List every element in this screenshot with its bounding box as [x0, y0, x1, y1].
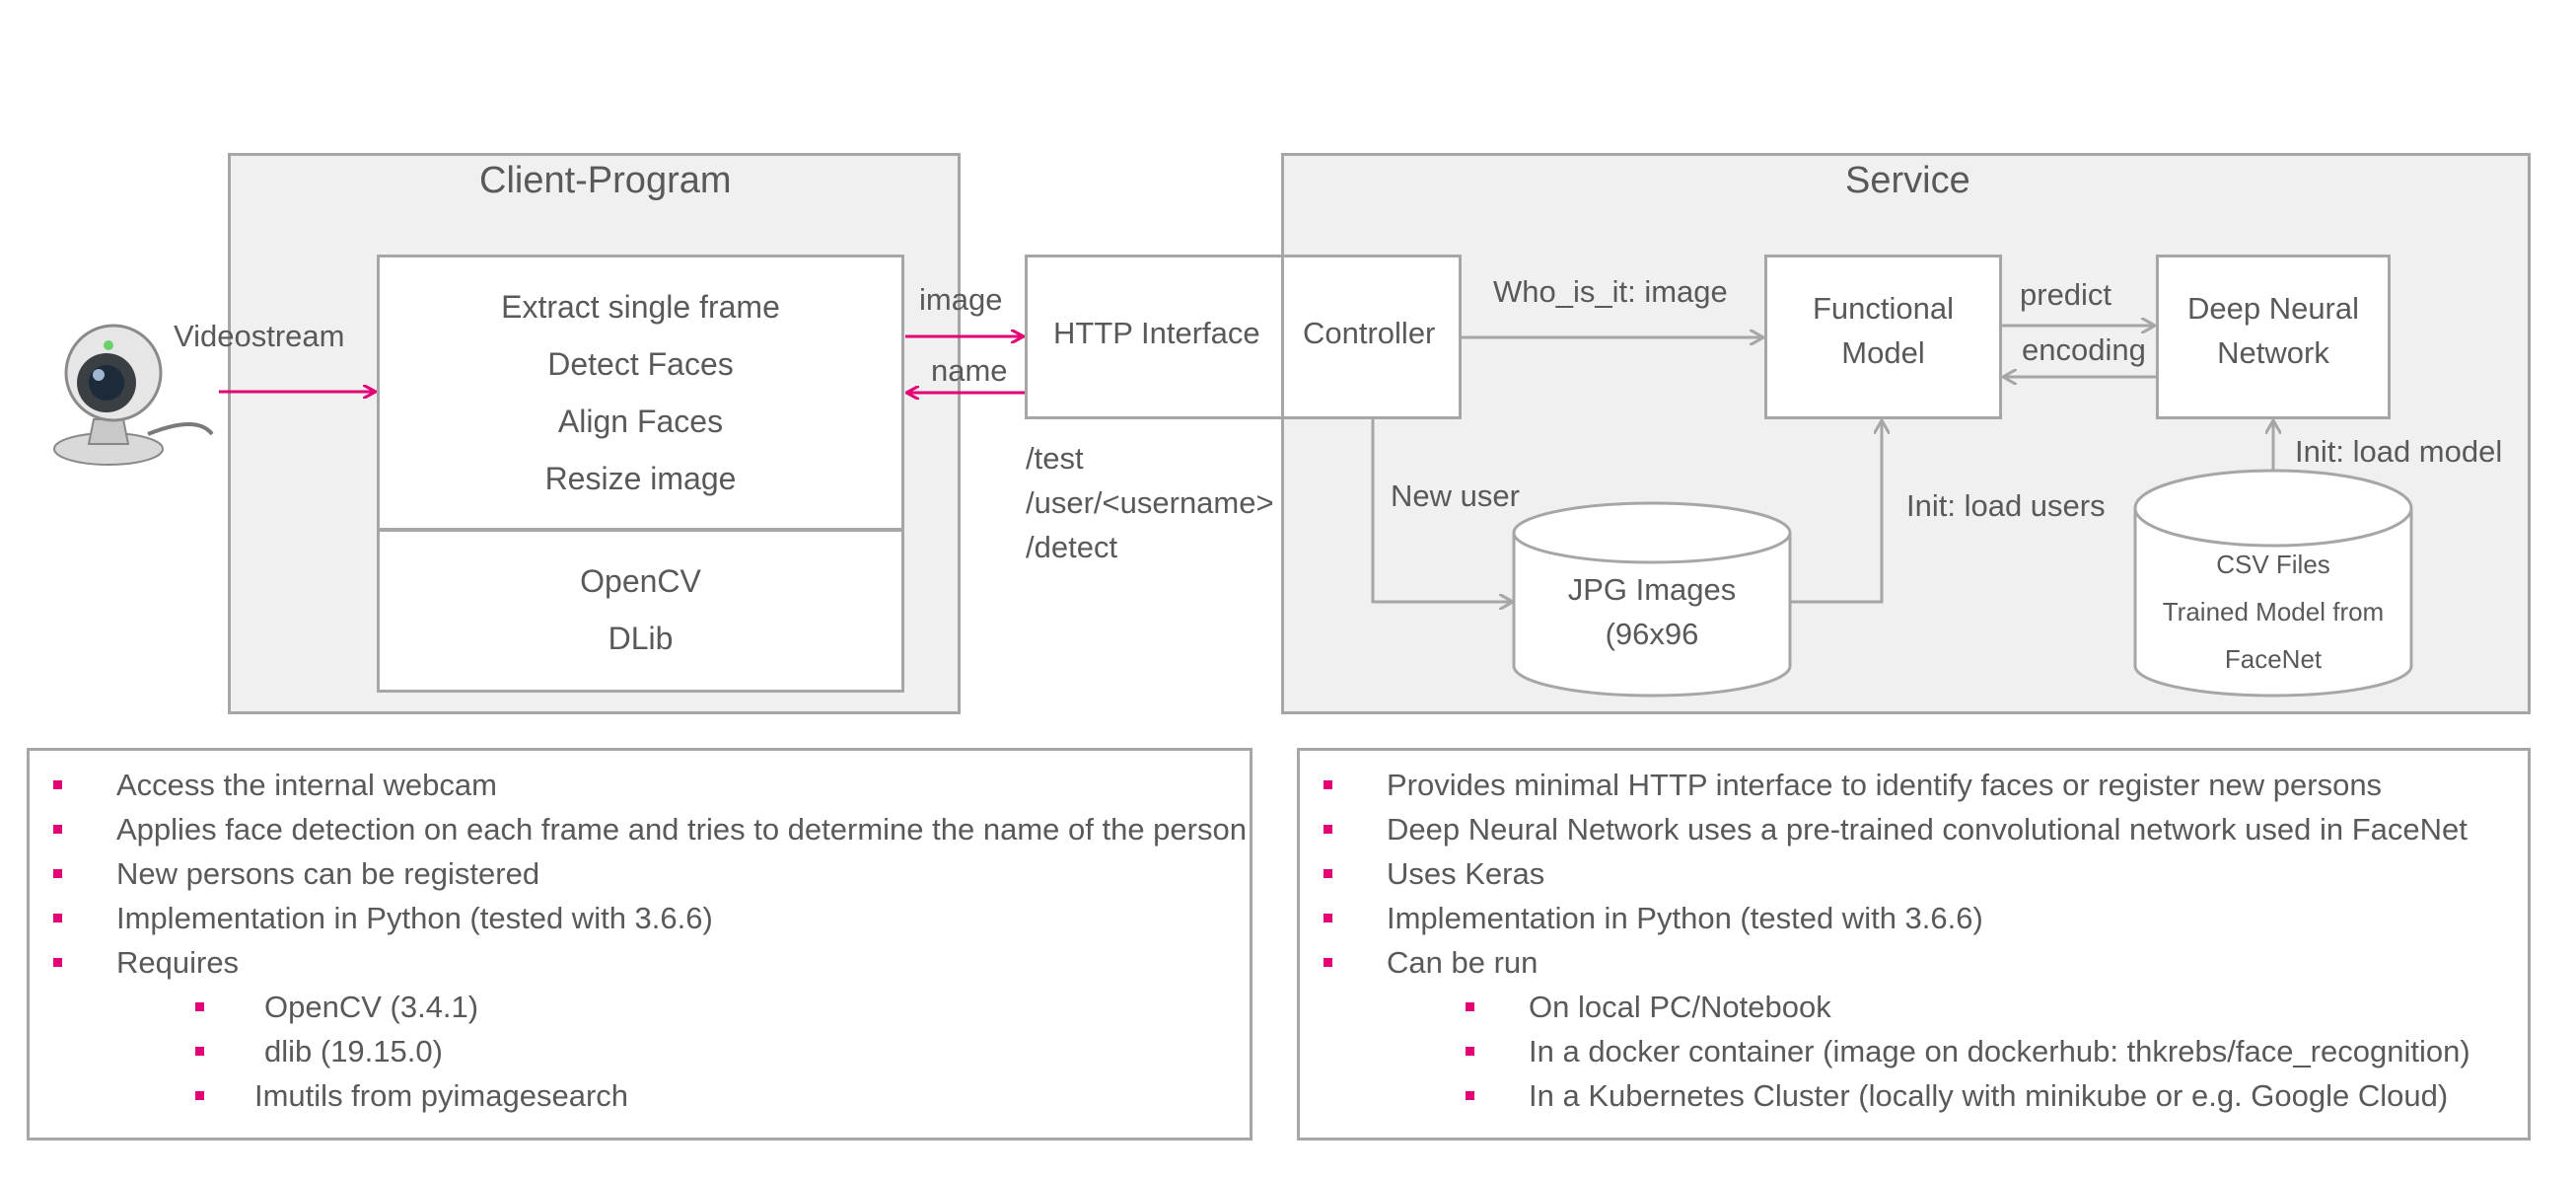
client-bullet: Applies face detection on each frame and…	[30, 807, 1247, 851]
functional-model-line2: Model	[1841, 335, 1925, 370]
jpg-line1: JPG Images	[1567, 572, 1737, 607]
step-align-faces: Align Faces	[557, 404, 724, 439]
client-bullet: Implementation in Python (tested with 3.…	[30, 896, 1247, 940]
functional-model-label: Functional Model	[1764, 286, 2002, 375]
csv-line2: Trained Model from	[2162, 597, 2385, 626]
csv-files-label: CSV Files Trained Model from FaceNet	[2135, 538, 2411, 686]
service-bullet: Provides minimal HTTP interface to ident…	[1300, 763, 2470, 807]
dnn-line1: Deep Neural	[2186, 291, 2360, 326]
init-load-model-label: Init: load model	[2295, 434, 2503, 469]
encoding-label: encoding	[2022, 332, 2146, 367]
functional-model-line1: Functional	[1812, 291, 1955, 326]
jpg-images-cylinder	[1512, 501, 1792, 698]
step-detect-faces: Detect Faces	[547, 346, 734, 382]
service-bullet: Deep Neural Network uses a pre-trained c…	[1300, 807, 2470, 851]
client-sub-bullet: OpenCV (3.4.1)	[30, 985, 1247, 1029]
service-bullet: Uses Keras	[1300, 851, 2470, 896]
service-description-box: Provides minimal HTTP interface to ident…	[1297, 748, 2531, 1141]
new-user-label: New user	[1391, 479, 1520, 513]
endpoint-user: /user/<username>	[1026, 485, 1274, 520]
client-sub-bullet: dlib (19.15.0)	[30, 1029, 1247, 1073]
predict-label: predict	[2020, 277, 2112, 312]
service-sub-bullet: In a Kubernetes Cluster (locally with mi…	[1300, 1073, 2470, 1118]
lib-dlib: DLib	[608, 621, 674, 656]
client-bullet: Requires	[30, 940, 1247, 985]
who-is-it-label: Who_is_it: image	[1493, 274, 1728, 309]
videostream-label: Videostream	[174, 319, 345, 353]
controller-box	[1281, 255, 1462, 419]
image-arrow-label: image	[919, 282, 1003, 317]
service-bullet-list: Provides minimal HTTP interface to ident…	[1300, 763, 2470, 1118]
dnn-line2: Network	[2217, 335, 2329, 370]
jpg-line2: (96x96	[1605, 617, 1699, 651]
csv-files-cylinder	[2133, 469, 2413, 698]
service-bullet: Can be run	[1300, 940, 2470, 985]
service-sub-bullet: On local PC/Notebook	[1300, 985, 2470, 1029]
dnn-box	[2156, 255, 2391, 419]
client-program-title: Client-Program	[479, 160, 732, 201]
client-sub-bullet: Imutils from pyimagesearch	[30, 1073, 1247, 1118]
controller-label: Controller	[1303, 316, 1436, 350]
lib-opencv: OpenCV	[580, 563, 701, 599]
client-process-steps: Extract single frame Detect Faces Align …	[377, 274, 904, 511]
name-arrow-label: name	[931, 353, 1008, 388]
http-endpoints: /test /user/<username> /detect	[1026, 436, 1274, 569]
service-bullet: Implementation in Python (tested with 3.…	[1300, 896, 2470, 940]
csv-line3: FaceNet	[2224, 644, 2323, 674]
client-libs: OpenCV DLib	[377, 551, 904, 669]
endpoint-detect: /detect	[1026, 530, 1118, 564]
jpg-images-label: JPG Images (96x96	[1514, 567, 1790, 656]
step-resize-image: Resize image	[544, 461, 737, 496]
client-bullet: New persons can be registered	[30, 851, 1247, 896]
step-extract-frame: Extract single frame	[501, 289, 780, 325]
endpoint-test: /test	[1026, 441, 1084, 476]
service-sub-bullet: In a docker container (image on dockerhu…	[1300, 1029, 2470, 1073]
csv-line1: CSV Files	[2216, 550, 2330, 579]
client-description-box: Access the internal webcam Applies face …	[27, 748, 1252, 1141]
client-bullet-list: Access the internal webcam Applies face …	[30, 763, 1247, 1118]
webcam-icon	[53, 324, 214, 466]
http-interface-label: HTTP Interface	[1053, 316, 1260, 350]
functional-model-box	[1764, 255, 2002, 419]
service-title: Service	[1845, 160, 1970, 201]
client-libs-box	[377, 529, 904, 693]
init-load-users-label: Init: load users	[1906, 488, 2106, 523]
dnn-label: Deep Neural Network	[2156, 286, 2391, 375]
client-bullet: Access the internal webcam	[30, 763, 1247, 807]
